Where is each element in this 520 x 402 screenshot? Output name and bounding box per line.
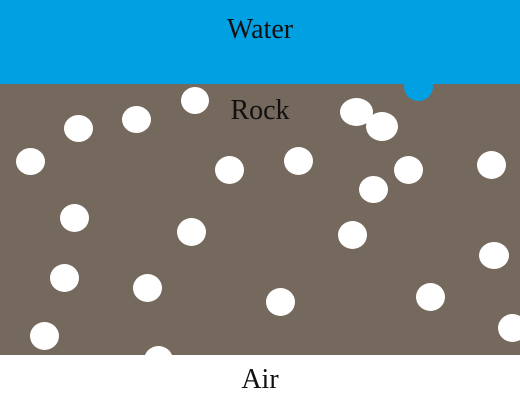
rock-pore: [479, 242, 509, 269]
rock-pore: [30, 322, 59, 350]
rock-pore: [366, 112, 398, 141]
rock-pore: [266, 288, 295, 316]
rock-pore: [416, 283, 445, 311]
rock-pore: [359, 176, 388, 203]
rock-pore: [284, 147, 313, 175]
air-label: Air: [241, 364, 279, 395]
rock-pore: [144, 346, 173, 355]
water-layer: [0, 0, 520, 84]
rock-pore: [181, 87, 209, 114]
water-droplet: [404, 72, 433, 101]
rock-pore: [50, 264, 79, 292]
rock-layer: [0, 84, 520, 355]
air-layer: [0, 355, 520, 402]
rock-pore: [60, 204, 89, 232]
rock-pore: [477, 151, 506, 179]
rock-pore: [215, 156, 244, 184]
rock-pore: [16, 148, 45, 175]
rock-pore: [64, 115, 93, 142]
rock-pore: [338, 221, 367, 249]
rock-pore: [133, 274, 162, 302]
rock-pore: [122, 106, 151, 133]
rock-pore: [177, 218, 206, 246]
rock-label: Rock: [230, 95, 290, 126]
rock-pore: [394, 156, 423, 184]
rock-pore: [498, 314, 520, 342]
water-label: Water: [226, 14, 294, 45]
